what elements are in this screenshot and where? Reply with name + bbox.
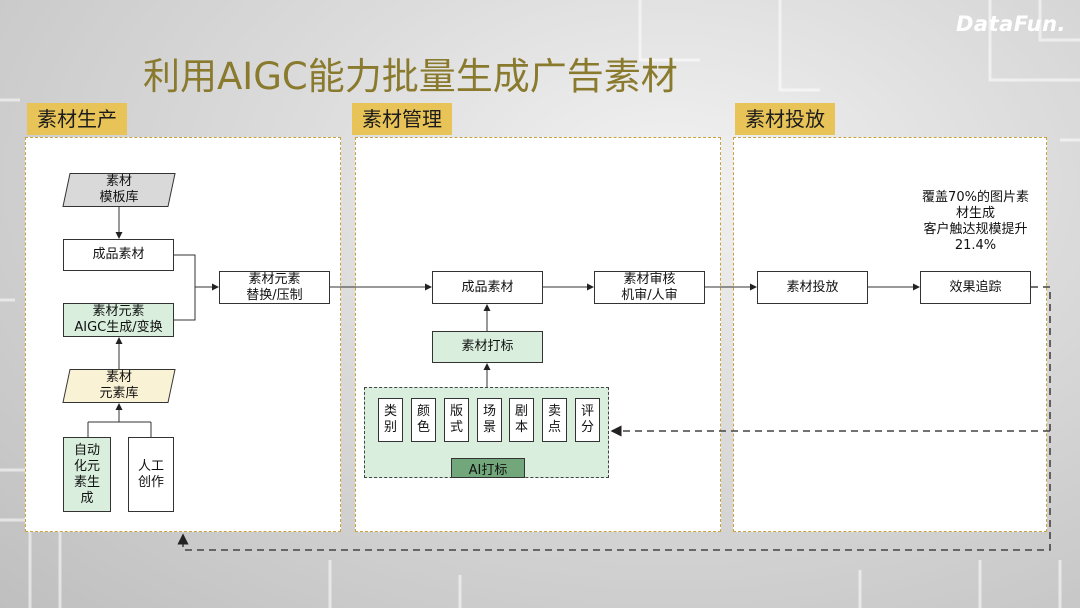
- section-tag-delivery: 素材投放: [735, 103, 835, 135]
- section-tag-production: 素材生产: [27, 103, 127, 135]
- material-launch-label: 素材投放: [786, 279, 839, 295]
- tag-score: 评 分: [575, 398, 600, 442]
- template-library-node: 素材 模板库: [62, 173, 176, 207]
- material-tagging-node: 素材打标: [432, 331, 543, 363]
- tag-script: 剧 本: [509, 398, 534, 442]
- material-launch-node: 素材投放: [757, 271, 868, 304]
- material-review-node: 素材审核 机审/人审: [594, 271, 705, 304]
- element-aigc-node: 素材元素 AIGC生成/变换: [63, 303, 174, 337]
- element-library-node: 素材 元素库: [62, 369, 176, 403]
- page-title: 利用AIGC能力批量生成广告素材: [143, 55, 678, 98]
- tag-layout: 版 式: [444, 398, 469, 442]
- performance-tracking-label: 效果追踪: [949, 279, 1002, 295]
- tag-selling-point: 卖 点: [542, 398, 567, 442]
- finished-material-mgmt-node: 成品素材: [432, 271, 543, 304]
- tag-scene: 场 景: [477, 398, 502, 442]
- finished-material-label: 成品素材: [92, 247, 145, 262]
- element-library-label: 素材 元素库: [99, 370, 139, 401]
- performance-tracking-node: 效果追踪: [920, 271, 1031, 304]
- finished-material-node: 成品素材: [63, 239, 174, 271]
- auto-generation-node: 自动 化元 素生 成: [63, 437, 111, 512]
- section-tag-management: 素材管理: [352, 103, 452, 135]
- datafun-logo: DataFun.: [956, 12, 1067, 36]
- tag-color: 颜 色: [411, 398, 436, 442]
- tag-category: 类 别: [378, 398, 403, 442]
- manual-creation-node: 人工 创作: [128, 437, 174, 512]
- ai-tagging-label: AI打标: [451, 458, 525, 478]
- result-callout: 覆盖70%的图片素 材生成 客户触达规模提升 21.4%: [912, 186, 1039, 269]
- material-tagging-label: 素材打标: [461, 339, 514, 354]
- element-replace-node: 素材元素 替换/压制: [219, 271, 330, 304]
- finished-material-mgmt-label: 成品素材: [461, 279, 514, 295]
- template-library-label: 素材 模板库: [99, 174, 139, 205]
